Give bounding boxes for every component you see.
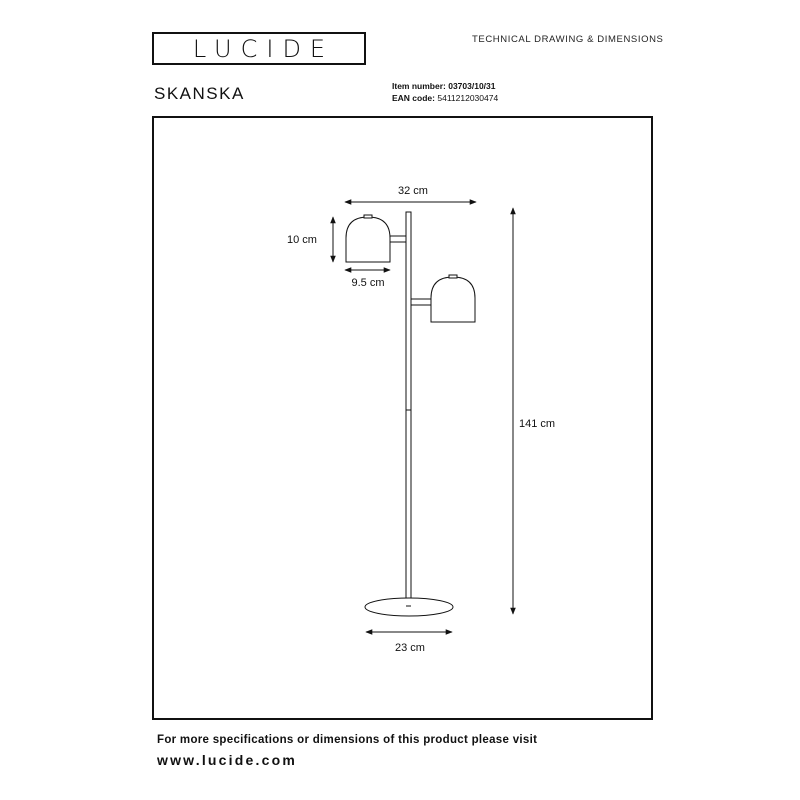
ean-row: EAN code: 5411212030474 bbox=[392, 92, 498, 104]
product-name: SKANSKA bbox=[154, 84, 245, 103]
dim-base-label: 23 cm bbox=[395, 642, 425, 654]
lamp-pole bbox=[405, 211, 412, 607]
logo-text: LUCIDE bbox=[192, 35, 335, 63]
dim-total-height-label: 141 cm bbox=[519, 418, 555, 430]
upper-arm bbox=[389, 235, 407, 243]
website-link[interactable]: www.lucide.com bbox=[157, 752, 297, 768]
lamp-base bbox=[364, 597, 454, 617]
lower-arm bbox=[410, 298, 432, 306]
dim-head-width-label: 32 cm bbox=[398, 185, 428, 197]
upper-shade bbox=[345, 216, 391, 263]
dim-shade-diameter-label: 9.5 cm bbox=[351, 277, 384, 289]
brand-logo: LUCIDE bbox=[152, 32, 366, 65]
lower-shade bbox=[430, 276, 476, 323]
ean-value: 5411212030474 bbox=[437, 93, 499, 103]
ean-label: EAN code: bbox=[392, 93, 435, 103]
item-number-value: 03703/10/31 bbox=[448, 81, 496, 91]
dim-shade-height-label: 10 cm bbox=[287, 234, 317, 246]
item-number-row: Item number: 03703/10/31 bbox=[392, 80, 498, 92]
document-type: TECHNICAL DRAWING & DIMENSIONS bbox=[472, 34, 664, 45]
product-info: Item number: 03703/10/31 EAN code: 54112… bbox=[392, 80, 498, 104]
item-number-label: Item number: bbox=[392, 81, 446, 91]
footer-note: For more specifications or dimensions of… bbox=[157, 734, 538, 746]
drawing-frame bbox=[152, 116, 653, 720]
